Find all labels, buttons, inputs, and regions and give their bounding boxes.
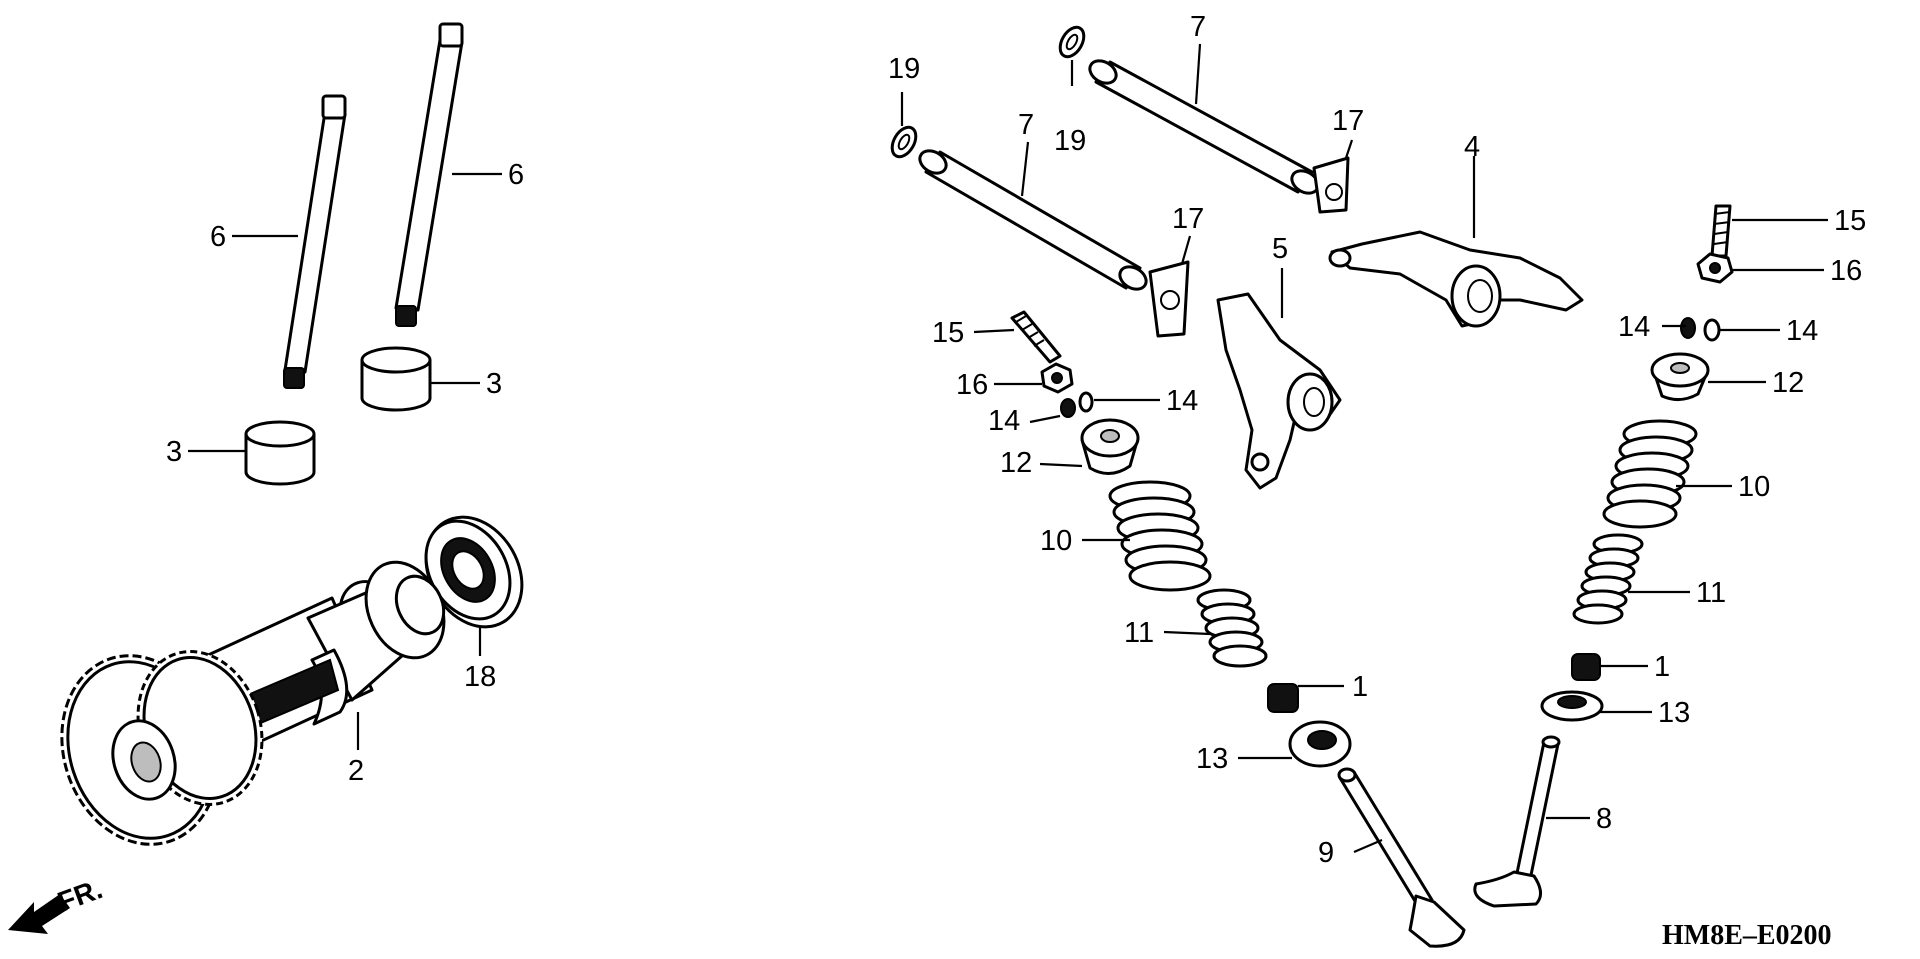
adjuster-screw-right bbox=[1710, 204, 1732, 258]
stopper-plate-upper bbox=[1312, 156, 1350, 214]
callouts: 6 6 3 3 18 2 7 7 19 19 17 17 4 5 15 16 1… bbox=[166, 11, 1866, 869]
tappet-left bbox=[244, 420, 316, 486]
adjuster-screw-left bbox=[1010, 310, 1062, 364]
callout-10b: 10 bbox=[1738, 471, 1770, 503]
rocker-shaft-upper bbox=[1088, 59, 1320, 195]
push-rod-left bbox=[283, 94, 347, 389]
inner-spring-right bbox=[1572, 533, 1644, 625]
callout-7b: 7 bbox=[1018, 109, 1034, 141]
callout-19b: 19 bbox=[1054, 125, 1086, 157]
callout-1a: 1 bbox=[1352, 671, 1368, 703]
inner-spring-left bbox=[1196, 588, 1268, 668]
callout-14c: 14 bbox=[1618, 311, 1650, 343]
cotter-right bbox=[1680, 317, 1721, 342]
callout-15a: 15 bbox=[932, 317, 964, 349]
callout-14d: 14 bbox=[1786, 315, 1818, 347]
callout-14b: 14 bbox=[1166, 385, 1198, 417]
callout-4: 4 bbox=[1464, 131, 1480, 163]
washer-right bbox=[1058, 25, 1086, 59]
callout-12a: 12 bbox=[1000, 447, 1032, 479]
stopper-plate-lower bbox=[1148, 260, 1190, 338]
callout-11b: 11 bbox=[1696, 577, 1726, 609]
cam-gear bbox=[60, 650, 264, 846]
tappet-right bbox=[360, 346, 432, 412]
push-rod-right bbox=[394, 22, 464, 327]
callout-1b: 1 bbox=[1654, 651, 1670, 683]
spring-seat-left bbox=[1288, 720, 1352, 768]
callout-15b: 15 bbox=[1834, 205, 1866, 237]
callout-3a: 3 bbox=[486, 368, 502, 400]
leader-lines bbox=[188, 43, 1828, 854]
direction-label: FR. bbox=[53, 873, 106, 918]
callout-16b: 16 bbox=[1830, 255, 1862, 287]
washer-left bbox=[890, 125, 918, 159]
cotter-left bbox=[1060, 391, 1094, 418]
rocker-shaft-lower bbox=[918, 149, 1148, 291]
front-direction-arrow: FR. bbox=[8, 873, 106, 934]
outer-spring-right bbox=[1602, 419, 1698, 529]
callout-2: 2 bbox=[348, 755, 364, 787]
bearing bbox=[424, 515, 524, 629]
outer-spring-left bbox=[1108, 480, 1212, 592]
callout-10a: 10 bbox=[1040, 525, 1072, 557]
stem-seal-right bbox=[1571, 653, 1601, 681]
callout-11a: 11 bbox=[1124, 617, 1154, 649]
callout-16a: 16 bbox=[956, 369, 988, 401]
stem-seal-left bbox=[1267, 683, 1299, 713]
callout-13a: 13 bbox=[1196, 743, 1228, 775]
diagram-code: HM8E–E0200 bbox=[1662, 920, 1832, 951]
retainer-left bbox=[1080, 418, 1140, 475]
spring-seat-right bbox=[1540, 690, 1604, 722]
callout-7a: 7 bbox=[1190, 11, 1206, 43]
callout-3b: 3 bbox=[166, 436, 182, 468]
callout-12b: 12 bbox=[1772, 367, 1804, 399]
callout-5: 5 bbox=[1272, 233, 1288, 265]
callout-6a: 6 bbox=[210, 221, 226, 253]
valve-right bbox=[1473, 735, 1561, 908]
lock-nut-right bbox=[1696, 252, 1734, 284]
valve-left bbox=[1337, 767, 1466, 948]
retainer-right bbox=[1650, 352, 1710, 401]
callout-18: 18 bbox=[464, 661, 496, 693]
callout-14a: 14 bbox=[988, 405, 1020, 437]
rocker-arm-lower bbox=[1216, 292, 1342, 490]
callout-9: 9 bbox=[1318, 837, 1334, 869]
lock-nut-left bbox=[1040, 362, 1074, 394]
callout-6b: 6 bbox=[508, 159, 524, 191]
callout-8: 8 bbox=[1596, 803, 1612, 835]
rocker-arm-upper bbox=[1328, 230, 1584, 328]
callout-19a: 19 bbox=[888, 53, 920, 85]
callout-17a: 17 bbox=[1332, 105, 1364, 137]
callout-17b: 17 bbox=[1172, 203, 1204, 235]
callout-13b: 13 bbox=[1658, 697, 1690, 729]
